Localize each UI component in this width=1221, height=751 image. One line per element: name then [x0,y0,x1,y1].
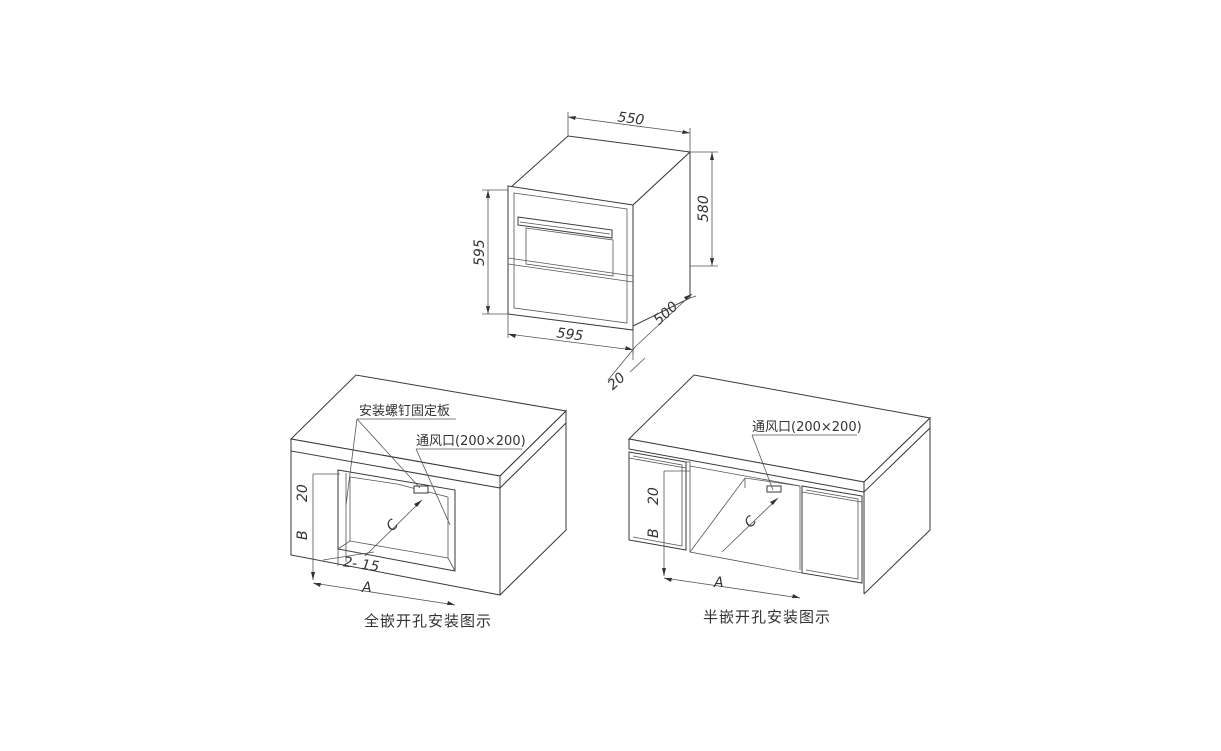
label-vent-full: 通风口(200×200) [416,434,526,449]
label-vent-half: 通风口(200×200) [752,420,862,435]
dim-body-height: 580 [696,195,712,222]
dim-side-gap-full: 2- 15 [342,554,380,575]
dim-front-width: 595 [556,325,585,344]
half-embed-dimensions: 通风口(200×200) 20 B A C [646,420,862,599]
dim-panel-thickness: 20 [605,370,629,394]
caption-half-embed: 半嵌开孔安装图示 [703,608,831,626]
caption-full-embed: 全嵌开孔安装图示 [364,612,492,630]
dim-top-width: 550 [617,110,646,129]
label-bracket: 安装螺钉固定板 [359,404,450,419]
dim-width-half: A [713,575,724,591]
half-embed-cabinet [627,374,932,595]
dim-top-gap-half: 20 [646,487,662,505]
dim-height-half: B [646,528,662,538]
dim-top-gap-full: 20 [295,484,311,502]
full-embed-cabinet [289,374,568,596]
oven-dimensions: 550 580 595 595 500 20 [472,110,718,394]
dim-front-height: 595 [472,239,488,266]
oven-drawing [507,135,692,331]
dim-width-full: A [361,580,372,596]
dim-depth-half: C [742,513,761,531]
dim-height-full: B [295,530,311,540]
